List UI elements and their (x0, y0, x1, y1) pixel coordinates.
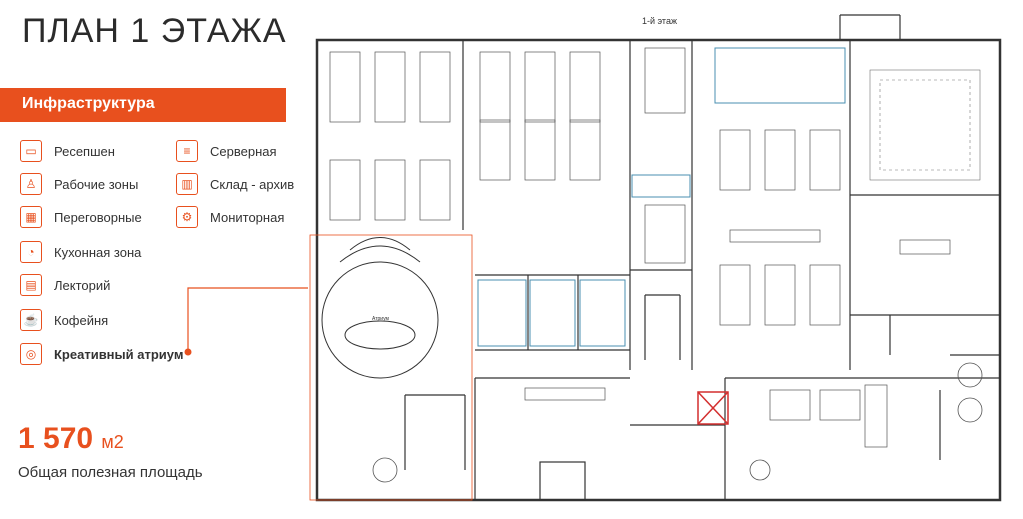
atrium-icon: ◎ (20, 343, 42, 365)
area-caption: Общая полезная площадь (18, 464, 203, 481)
lecture-icon: ▤ (20, 274, 42, 296)
infrastructure-header-label: Инфраструктура (22, 95, 155, 112)
legend-item-workzone[interactable]: ♙ Рабочие зоны (20, 173, 138, 195)
page-title: ПЛАН 1 ЭТАЖА (22, 12, 287, 50)
legend-item-meeting[interactable]: ▦ Переговорные (20, 206, 142, 228)
legend-item-reception[interactable]: ▭ Ресепшен (20, 140, 115, 162)
workzone-icon: ♙ (20, 173, 42, 195)
legend-item-monitor[interactable]: ⚙ Мониторная (176, 206, 284, 228)
legend-item-server[interactable]: ≡ Серверная (176, 140, 277, 162)
area-value: 1 570 м2 (18, 422, 124, 455)
kitchen-icon: ◔ (20, 241, 42, 263)
floor-label: 1-й этаж (642, 16, 677, 26)
server-icon: ≡ (176, 140, 198, 162)
floor-plan[interactable]: 1-й этаж Атриум (300, 0, 1023, 519)
legend-item-archive[interactable]: ▥ Склад - архив (176, 173, 294, 195)
legend-item-kitchen[interactable]: ◔ Кухонная зона (20, 241, 141, 263)
reception-icon: ▭ (20, 140, 42, 162)
monitor-icon: ⚙ (176, 206, 198, 228)
infrastructure-header: Инфраструктура (0, 88, 286, 122)
atrium-connector-line (184, 287, 308, 356)
coffee-icon: ☕ (20, 309, 42, 331)
meeting-icon: ▦ (20, 206, 42, 228)
legend-item-coffee[interactable]: ☕ Кофейня (20, 309, 108, 331)
legend-item-lecture[interactable]: ▤ Лекторий (20, 274, 110, 296)
atrium-label: Атриум (372, 316, 390, 322)
archive-icon: ▥ (176, 173, 198, 195)
legend-item-atrium[interactable]: ◎ Креативный атриум (20, 343, 183, 365)
